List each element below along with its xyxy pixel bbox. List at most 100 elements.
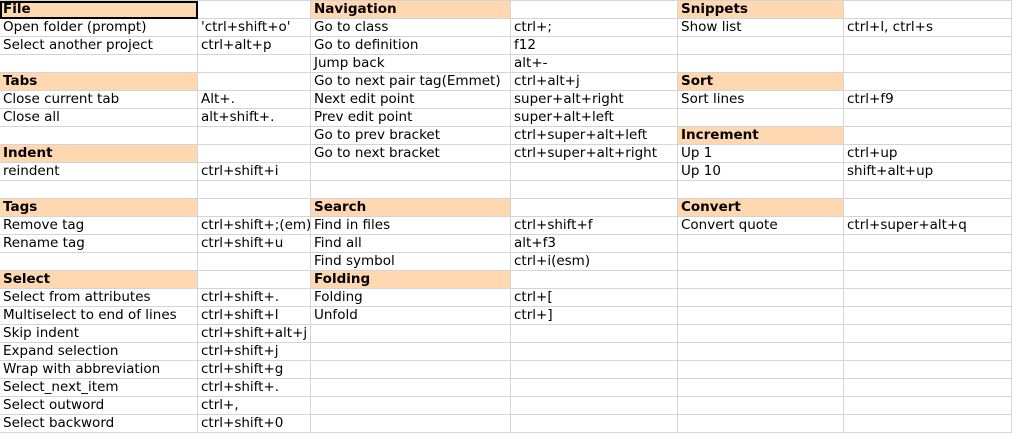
shortcut-cell[interactable]: ctrl+[ [511,289,678,307]
shortcut-cell[interactable] [511,325,678,343]
shortcut-cell[interactable]: ctrl+alt+p [198,37,311,55]
cell[interactable] [511,1,678,19]
shortcut-cell[interactable]: ctrl+shift+g [198,361,311,379]
action-cell[interactable]: Select backword [0,415,198,433]
shortcut-cell[interactable] [844,343,1012,361]
cell[interactable] [198,271,311,289]
action-cell[interactable] [678,55,844,73]
shortcut-cell[interactable]: 'ctrl+shift+o' [198,19,311,37]
shortcut-cell[interactable]: ctrl+i(esm) [511,253,678,271]
shortcut-cell[interactable]: ctrl+shift+. [198,289,311,307]
action-cell[interactable]: Find in files [311,217,511,235]
action-cell[interactable] [678,361,844,379]
shortcut-cell[interactable] [511,163,678,181]
shortcut-cell[interactable]: ctrl+shift+j [198,343,311,361]
action-cell[interactable] [311,397,511,415]
cell[interactable] [198,199,311,217]
cell[interactable] [198,73,311,91]
cell[interactable] [198,145,311,163]
shortcut-cell[interactable]: super+alt+left [511,109,678,127]
action-cell[interactable] [0,181,198,199]
cell[interactable] [844,1,1012,19]
action-cell[interactable]: Skip indent [0,325,198,343]
shortcut-cell[interactable] [844,253,1012,271]
action-cell[interactable] [311,325,511,343]
header-indent[interactable]: Indent [0,145,198,163]
action-cell[interactable]: Remove tag [0,217,198,235]
cell[interactable] [844,127,1012,145]
action-cell[interactable] [678,379,844,397]
shortcut-cell[interactable] [844,361,1012,379]
action-cell[interactable]: Convert quote [678,217,844,235]
action-cell[interactable] [678,181,844,199]
shortcut-cell[interactable]: ctrl+shift+. [198,379,311,397]
action-cell[interactable] [678,253,844,271]
action-cell[interactable]: Jump back [311,55,511,73]
action-cell[interactable]: Select from attributes [0,289,198,307]
header-select[interactable]: Select [0,271,198,289]
action-cell[interactable]: Find all [311,235,511,253]
shortcut-cell[interactable] [844,271,1012,289]
action-cell[interactable] [678,37,844,55]
action-cell[interactable]: Up 10 [678,163,844,181]
action-cell[interactable]: Close current tab [0,91,198,109]
header-folding[interactable]: Folding [311,271,511,289]
shortcut-cell[interactable] [511,397,678,415]
action-cell[interactable]: Up 1 [678,145,844,163]
shortcut-cell[interactable] [844,37,1012,55]
action-cell[interactable]: Wrap with abbreviation [0,361,198,379]
action-cell[interactable] [311,181,511,199]
action-cell[interactable] [678,289,844,307]
shortcut-cell[interactable] [844,235,1012,253]
action-cell[interactable]: Show list [678,19,844,37]
action-cell[interactable]: Select outword [0,397,198,415]
shortcut-cell[interactable]: super+alt+right [511,91,678,109]
shortcut-cell[interactable] [844,397,1012,415]
action-cell[interactable]: reindent [0,163,198,181]
cell[interactable] [198,1,311,19]
cell[interactable] [844,73,1012,91]
header-increment[interactable]: Increment [678,127,844,145]
shortcut-cell[interactable]: ctrl+alt+j [511,73,678,91]
shortcut-cell[interactable] [844,55,1012,73]
action-cell[interactable]: Multiselect to end of lines [0,307,198,325]
shortcut-cell[interactable]: shift+alt+up [844,163,1012,181]
shortcut-cell[interactable]: ctrl+super+alt+right [511,145,678,163]
action-cell[interactable] [311,379,511,397]
action-cell[interactable] [0,127,198,145]
header-tags[interactable]: Tags [0,199,198,217]
shortcut-cell[interactable] [844,109,1012,127]
header-sort[interactable]: Sort [678,73,844,91]
shortcut-cell[interactable] [198,181,311,199]
action-cell[interactable] [311,163,511,181]
action-cell[interactable] [678,271,844,289]
action-cell[interactable]: Close all [0,109,198,127]
shortcut-cell[interactable]: ctrl+] [511,307,678,325]
action-cell[interactable]: Prev edit point [311,109,511,127]
shortcut-cell[interactable] [511,343,678,361]
action-cell[interactable]: Go to next pair tag(Emmet) [311,73,511,91]
action-cell[interactable]: Expand selection [0,343,198,361]
shortcut-cell[interactable] [844,289,1012,307]
shortcut-cell[interactable]: ctrl+super+alt+q [844,217,1012,235]
shortcut-cell[interactable]: ctrl+shift+;(em) [198,217,311,235]
cell[interactable] [844,199,1012,217]
shortcut-cell[interactable]: alt+f3 [511,235,678,253]
action-cell[interactable]: Go to definition [311,37,511,55]
action-cell[interactable]: Go to next bracket [311,145,511,163]
shortcut-cell[interactable] [198,127,311,145]
shortcut-cell[interactable]: ctrl+shift+u [198,235,311,253]
shortcut-cell[interactable] [511,271,678,289]
action-cell[interactable]: Select another project [0,37,198,55]
shortcut-cell[interactable]: ctrl+shift+l [198,307,311,325]
shortcut-cell[interactable]: ctrl+up [844,145,1012,163]
action-cell[interactable] [678,325,844,343]
action-cell[interactable] [0,253,198,271]
shortcut-cell[interactable]: ctrl+shift+0 [198,415,311,433]
cell[interactable] [511,199,678,217]
shortcut-cell[interactable] [844,181,1012,199]
shortcut-cell[interactable] [511,379,678,397]
action-cell[interactable] [678,397,844,415]
action-cell[interactable] [678,307,844,325]
action-cell[interactable]: Select_next_item [0,379,198,397]
